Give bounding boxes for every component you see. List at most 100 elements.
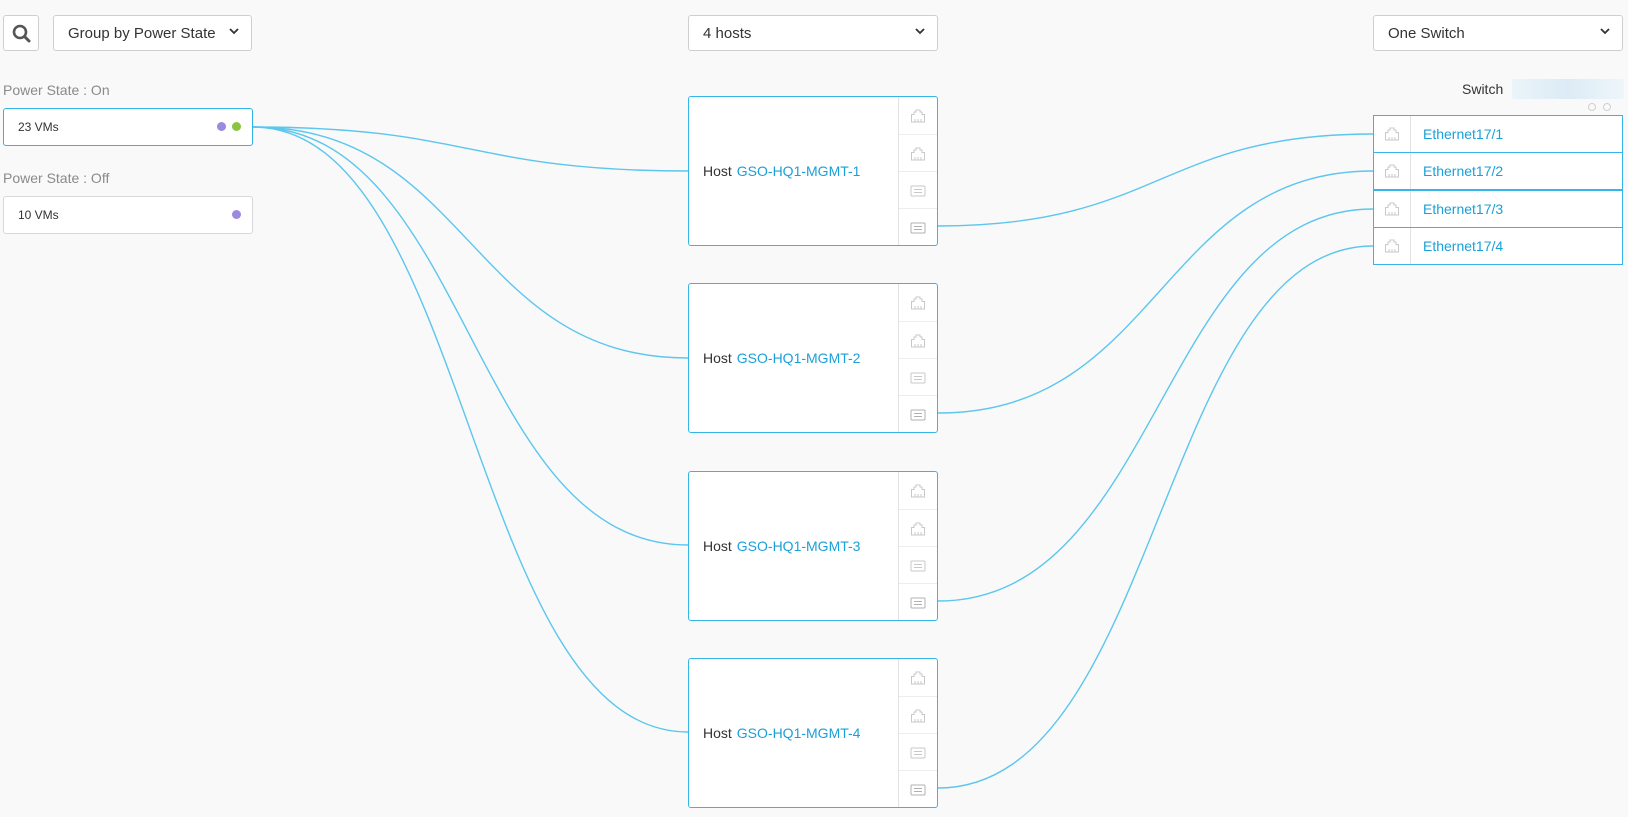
switch-status-indicator: [1588, 103, 1596, 111]
host-card-1[interactable]: Host GSO-HQ1-MGMT-1: [688, 96, 938, 246]
link-host-1-port-1: [937, 133, 1374, 227]
network-port-icon: [911, 522, 925, 535]
network-port-icon: [911, 296, 925, 309]
link-host-4-port-4: [937, 245, 1374, 789]
network-port-icon: [1385, 127, 1399, 141]
search-icon: [12, 24, 31, 43]
host-prefix: Host: [703, 538, 732, 554]
network-port-icon: [1385, 239, 1399, 253]
adapter-card-icon: [910, 747, 926, 758]
adapter-card-icon: [910, 784, 926, 795]
group-by-select[interactable]: Group by Power State: [53, 15, 252, 51]
nic-slot[interactable]: [899, 171, 937, 209]
group-by-value: Group by Power State: [68, 24, 216, 42]
adapter-card-icon: [910, 560, 926, 571]
network-port-icon: [911, 334, 925, 347]
host-card-4[interactable]: Host GSO-HQ1-MGMT-4: [688, 658, 938, 808]
search-button[interactable]: [3, 15, 39, 51]
nic-slot[interactable]: [899, 546, 937, 584]
adapter-card-icon: [910, 372, 926, 383]
host-prefix: Host: [703, 350, 732, 366]
group-label-power-on: Power State : On: [3, 82, 110, 98]
group-label-power-off: Power State : Off: [3, 170, 110, 186]
nic-slot[interactable]: [899, 358, 937, 396]
host-nic-column: [898, 284, 937, 432]
host-prefix: Host: [703, 163, 732, 179]
switch-port-name[interactable]: Ethernet17/2: [1423, 163, 1504, 179]
switch-port-4[interactable]: Ethernet17/4: [1373, 227, 1623, 265]
switch-port-icon-cell: [1374, 153, 1411, 189]
network-port-icon: [1385, 202, 1399, 216]
host-nic-column: [898, 472, 937, 620]
switch-port-icon-cell: [1374, 116, 1411, 152]
switch-filter-select[interactable]: One Switch: [1373, 15, 1623, 51]
chevron-down-icon: [915, 28, 925, 35]
nic-slot[interactable]: [899, 509, 937, 547]
switch-port-name[interactable]: Ethernet17/4: [1423, 238, 1504, 254]
switch-port-1[interactable]: Ethernet17/1: [1373, 115, 1623, 153]
switch-port-icon-cell: [1374, 228, 1411, 264]
vm-status-dot-purple: [232, 210, 241, 219]
network-port-icon: [911, 484, 925, 497]
nic-slot[interactable]: [899, 134, 937, 172]
vm-count-label: 10 VMs: [18, 208, 59, 222]
adapter-card-icon: [910, 597, 926, 608]
chevron-down-icon: [229, 28, 239, 35]
network-port-icon: [911, 709, 925, 722]
hosts-filter-value: 4 hosts: [703, 24, 752, 42]
host-name-link[interactable]: GSO-HQ1-MGMT-3: [736, 538, 861, 554]
nic-slot[interactable]: [899, 284, 937, 321]
vm-group-power-off[interactable]: 10 VMs: [3, 196, 253, 234]
switch-label: Switch: [1462, 81, 1504, 97]
link-vm-host-2: [252, 126, 689, 359]
link-host-3-port-3: [937, 208, 1374, 602]
adapter-card-icon: [910, 185, 926, 196]
host-name-link[interactable]: GSO-HQ1-MGMT-2: [736, 350, 861, 366]
link-vm-host-1: [252, 126, 689, 172]
switch-name-redacted: [1512, 79, 1624, 99]
switch-port-2[interactable]: Ethernet17/2: [1373, 152, 1623, 190]
link-host-2-port-2: [937, 170, 1374, 414]
host-nic-column: [898, 97, 937, 245]
link-vm-host-4: [252, 126, 689, 733]
chevron-down-icon: [1600, 28, 1610, 35]
nic-slot[interactable]: [899, 97, 937, 134]
host-label: Host GSO-HQ1-MGMT-2: [703, 284, 860, 432]
vm-status-dot-green: [232, 122, 241, 131]
network-port-icon: [911, 109, 925, 122]
nic-slot[interactable]: [899, 321, 937, 359]
adapter-card-icon: [910, 409, 926, 420]
nic-slot[interactable]: [899, 583, 937, 621]
host-name-link[interactable]: GSO-HQ1-MGMT-1: [736, 163, 861, 179]
host-name-link[interactable]: GSO-HQ1-MGMT-4: [736, 725, 861, 741]
host-nic-column: [898, 659, 937, 807]
host-label: Host GSO-HQ1-MGMT-1: [703, 97, 860, 245]
nic-slot[interactable]: [899, 208, 937, 246]
switch-port-name[interactable]: Ethernet17/3: [1423, 201, 1504, 217]
nic-slot[interactable]: [899, 395, 937, 433]
host-card-2[interactable]: Host GSO-HQ1-MGMT-2: [688, 283, 938, 433]
switch-status-indicator: [1603, 103, 1611, 111]
host-card-3[interactable]: Host GSO-HQ1-MGMT-3: [688, 471, 938, 621]
switch-port-icon-cell: [1374, 191, 1411, 227]
adapter-card-icon: [910, 222, 926, 233]
vm-group-power-on[interactable]: 23 VMs: [3, 108, 253, 146]
host-label: Host GSO-HQ1-MGMT-4: [703, 659, 860, 807]
host-prefix: Host: [703, 725, 732, 741]
switch-port-name[interactable]: Ethernet17/1: [1423, 126, 1504, 142]
nic-slot[interactable]: [899, 696, 937, 734]
switch-port-3[interactable]: Ethernet17/3: [1373, 190, 1623, 228]
link-vm-host-3: [252, 126, 689, 546]
switch-filter-value: One Switch: [1388, 24, 1465, 42]
nic-slot[interactable]: [899, 770, 937, 808]
nic-slot[interactable]: [899, 472, 937, 509]
network-port-icon: [911, 671, 925, 684]
hosts-filter-select[interactable]: 4 hosts: [688, 15, 938, 51]
host-label: Host GSO-HQ1-MGMT-3: [703, 472, 860, 620]
vm-count-label: 23 VMs: [18, 120, 59, 134]
vm-status-dot-purple: [217, 122, 226, 131]
nic-slot[interactable]: [899, 659, 937, 696]
nic-slot[interactable]: [899, 733, 937, 771]
network-port-icon: [1385, 164, 1399, 178]
